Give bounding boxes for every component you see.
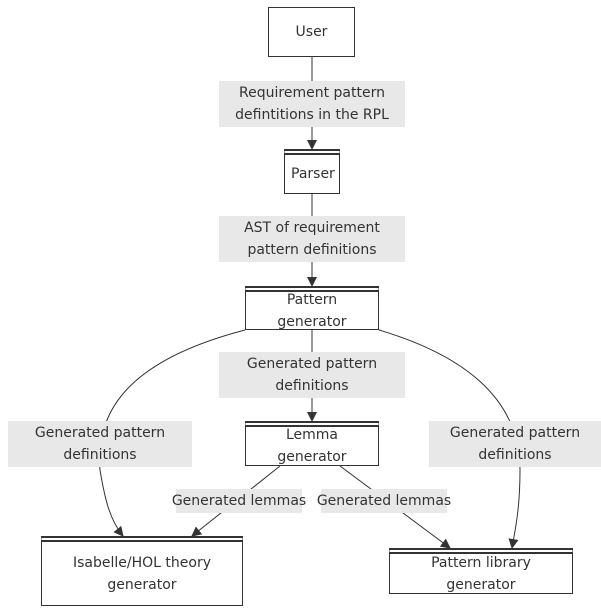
user-node-label: User	[295, 24, 328, 40]
edge-label-pattern-to-isabelle-line-1: Generated pattern	[34, 425, 166, 441]
lemma-generator-node-label: Lemma generator	[277, 427, 347, 465]
isabelle-generator-node: Isabelle/HOL theory generator	[41, 536, 243, 606]
edge-label-pattern-to-library-line-1: Generated pattern	[449, 425, 581, 441]
edge-label-lemma-to-library-text: Generated lemmas	[316, 493, 452, 509]
edge-label-parser-to-pattern: AST of requirement pattern definitions	[219, 216, 405, 262]
edge-label-user-to-parser-line-2: defintitions in the RPL	[235, 107, 389, 123]
edge-label-user-to-parser: Requirement pattern defintitions in the …	[219, 81, 405, 127]
edge-label-user-to-parser-line-1: Requirement pattern	[239, 85, 385, 101]
pattern-library-generator-node-label: Pattern library generator	[431, 554, 531, 593]
isabelle-generator-node-label-line-2: generator	[107, 576, 177, 593]
edge-label-pattern-to-library: Generated pattern definitions	[429, 421, 601, 467]
parser-node: Parser	[284, 149, 340, 194]
edge-label-pattern-to-lemma-line-2: definitions	[275, 378, 349, 394]
edge-label-parser-to-pattern-line-2: pattern definitions	[247, 242, 377, 258]
lemma-generator-node: Lemma generator	[245, 421, 379, 466]
edge-label-lemma-to-isabelle: Generated lemmas	[172, 489, 306, 513]
edge-label-parser-to-pattern-line-1: AST of requirement	[244, 220, 380, 236]
user-node: User	[268, 7, 355, 57]
edge-label-pattern-to-lemma-line-1: Generated pattern	[246, 356, 378, 372]
pattern-library-generator-node: Pattern library generator	[389, 548, 573, 594]
edge-label-pattern-to-isabelle: Generated pattern definitions	[8, 421, 192, 467]
edge-label-pattern-to-library-line-2: definitions	[478, 447, 552, 463]
pattern-generator-node-label: Pattern generator	[277, 291, 347, 330]
isabelle-generator-node-label-line-1: Isabelle/HOL theory	[73, 554, 211, 571]
pattern-generator-node: Pattern generator	[245, 286, 379, 330]
edge-label-lemma-to-library: Generated lemmas	[317, 489, 451, 513]
edge-label-pattern-to-lemma: Generated pattern definitions	[219, 352, 405, 398]
parser-node-label: Parser	[291, 166, 335, 182]
edge-label-lemma-to-isabelle-text: Generated lemmas	[171, 493, 307, 509]
edge-label-pattern-to-isabelle-line-2: definitions	[63, 447, 137, 463]
